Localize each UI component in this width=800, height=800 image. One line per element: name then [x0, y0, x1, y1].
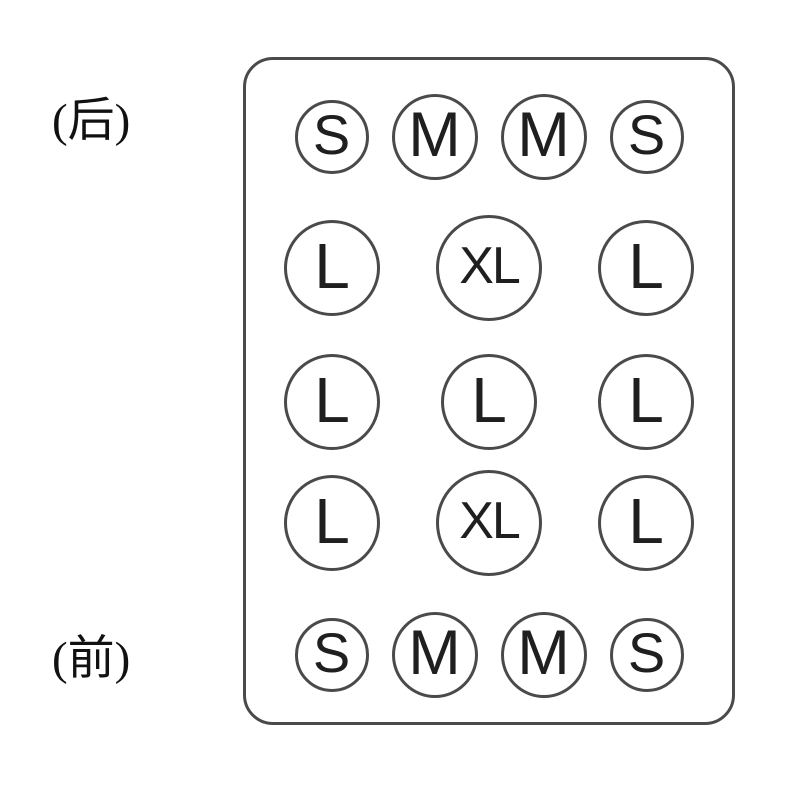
- size-circle-m: M: [391, 612, 478, 698]
- size-label: L: [471, 364, 507, 436]
- size-label: S: [312, 621, 351, 684]
- size-circle-xl: XL: [436, 470, 542, 576]
- size-circle-m: M: [391, 94, 478, 180]
- layout-panel: S M M S L XL L L L L L XL L S M M S: [243, 57, 735, 725]
- size-label: L: [628, 485, 664, 557]
- size-circle-l: L: [284, 220, 380, 316]
- size-circle-l: L: [598, 220, 694, 316]
- size-label: L: [314, 230, 350, 302]
- size-label: M: [408, 617, 461, 688]
- size-label: M: [408, 99, 461, 170]
- size-label: M: [517, 99, 570, 170]
- size-label: S: [627, 103, 666, 166]
- size-label: L: [628, 364, 664, 436]
- size-label: L: [628, 230, 664, 302]
- size-circle-s: S: [294, 100, 369, 174]
- size-circle-l: L: [284, 354, 380, 450]
- size-circle-l: L: [598, 354, 694, 450]
- size-circle-l: L: [284, 475, 380, 571]
- size-label: XL: [459, 237, 521, 295]
- size-circle-m: M: [500, 612, 587, 698]
- circle-row: L XL L: [246, 213, 732, 323]
- rear-label: (后): [52, 95, 131, 147]
- size-circle-s: S: [609, 618, 684, 692]
- size-label: L: [314, 485, 350, 557]
- size-circle-s: S: [609, 100, 684, 174]
- size-label: S: [627, 621, 666, 684]
- size-label: M: [517, 617, 570, 688]
- size-circle-m: M: [500, 94, 587, 180]
- circle-row: L L L: [246, 347, 732, 457]
- size-circle-l: L: [441, 354, 537, 450]
- size-label: L: [314, 364, 350, 436]
- size-label: XL: [459, 492, 521, 550]
- size-circle-xl: XL: [436, 215, 542, 321]
- size-circle-s: S: [294, 618, 369, 692]
- size-circle-l: L: [598, 475, 694, 571]
- circle-row: S M M S: [246, 82, 732, 192]
- size-label: S: [312, 103, 351, 166]
- circle-row: S M M S: [246, 600, 732, 710]
- front-label: (前): [52, 633, 131, 685]
- circle-row: L XL L: [246, 468, 732, 578]
